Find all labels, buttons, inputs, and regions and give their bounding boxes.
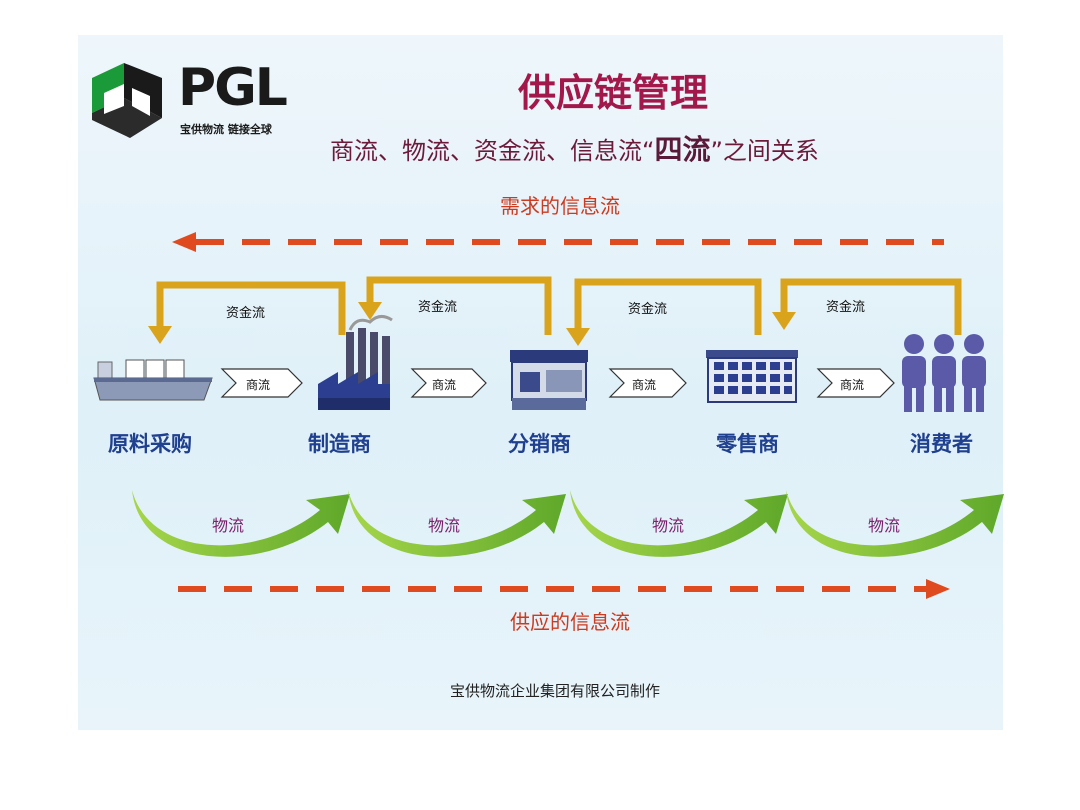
pgl-logo-icon: [92, 63, 162, 138]
demand-info-arrow: [172, 232, 944, 252]
capital-arrow-2: [366, 276, 552, 335]
commerce-chevron-4: [816, 368, 895, 398]
warehouse-icon: [510, 350, 588, 410]
capital-arrow-1: [156, 281, 346, 335]
capital-arrow-4: [780, 278, 962, 335]
factory-icon: [318, 315, 393, 410]
commerce-label-2: 商流: [432, 378, 457, 392]
capital-label-4: 资金流: [826, 300, 866, 315]
node-label-consumer: 消费者: [910, 432, 973, 456]
subtitle-prefix: 商流、物流、资金流、信息流“: [330, 137, 655, 165]
logistics-flow-arrows: [132, 490, 1004, 557]
commerce-label-4: 商流: [840, 378, 865, 392]
capital-flow-arrows: [156, 276, 962, 335]
commerce-chevron-3: [608, 368, 687, 398]
capital-arrow-3: [574, 278, 762, 335]
footer-credit: 宝供物流企业集团有限公司制作: [450, 682, 661, 700]
commerce-chevron-2: [410, 368, 487, 398]
demand-info-label: 需求的信息流: [500, 194, 620, 218]
commerce-label-3: 商流: [632, 378, 657, 392]
node-label-raw-material: 原料采购: [108, 432, 192, 456]
capital-arrowheads: [148, 302, 796, 346]
node-label-retailer: 零售商: [716, 432, 779, 456]
logistics-arrow-2: [348, 490, 566, 557]
capital-label-3: 资金流: [628, 302, 668, 317]
cargo-ship-icon: [93, 359, 213, 401]
logistics-label-2: 物流: [428, 516, 461, 535]
store-building-icon: [706, 350, 798, 403]
capital-label-1: 资金流: [226, 306, 266, 321]
logo-tagline: 宝供物流 链接全球: [180, 123, 272, 136]
supply-info-arrow: [178, 579, 950, 599]
people-group-icon: [902, 334, 986, 412]
supply-info-label: 供应的信息流: [510, 610, 630, 634]
logistics-arrow-4: [786, 490, 1004, 557]
node-label-distributor: 分销商: [508, 432, 571, 456]
logistics-arrow-1: [132, 490, 350, 557]
logistics-label-4: 物流: [868, 516, 901, 535]
logistics-arrow-3: [570, 490, 788, 557]
logistics-label-1: 物流: [212, 516, 245, 535]
page-title: 供应链管理: [518, 71, 709, 115]
logistics-label-3: 物流: [652, 516, 685, 535]
commerce-chevron-1: [220, 368, 303, 398]
commerce-label-1: 商流: [246, 378, 271, 392]
capital-label-2: 资金流: [418, 300, 458, 315]
page-subtitle: 商流、物流、资金流、信息流“四流”之间关系: [330, 136, 819, 164]
subtitle-suffix: ”之间关系: [710, 137, 819, 165]
logo-brand: PGL: [178, 58, 288, 118]
commerce-flow-chevrons: [220, 368, 895, 398]
subtitle-emphasis: 四流: [654, 133, 711, 166]
node-label-manufacturer: 制造商: [308, 432, 371, 456]
